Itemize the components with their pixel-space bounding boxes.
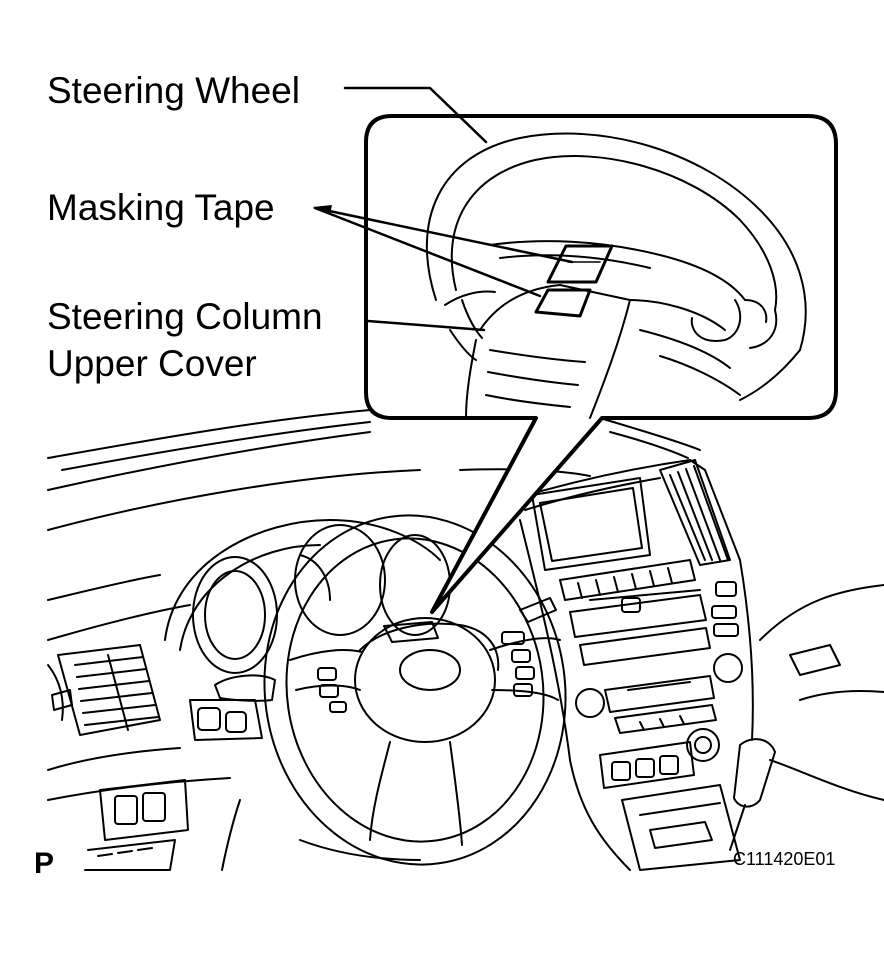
masking-tape-upper <box>548 246 612 282</box>
label-steering-wheel: Steering Wheel <box>47 70 300 111</box>
gear-lever <box>730 739 775 850</box>
left-vent-slats <box>75 657 158 725</box>
dashboard-illustration <box>48 410 884 884</box>
label-steering-column-line2: Upper Cover <box>47 343 257 384</box>
masking-tape-lower <box>536 290 590 316</box>
center-console <box>510 460 753 870</box>
figure-code: C111420E01 <box>733 849 836 869</box>
label-masking-tape: Masking Tape <box>47 187 275 228</box>
corner-letter: P <box>34 847 55 880</box>
detail-callout <box>313 88 836 612</box>
label-steering-column-line1: Steering Column <box>47 296 323 337</box>
steering-wheel-detail <box>427 134 806 418</box>
steering-wheel-lower <box>242 496 588 884</box>
leader-lines <box>315 88 572 330</box>
